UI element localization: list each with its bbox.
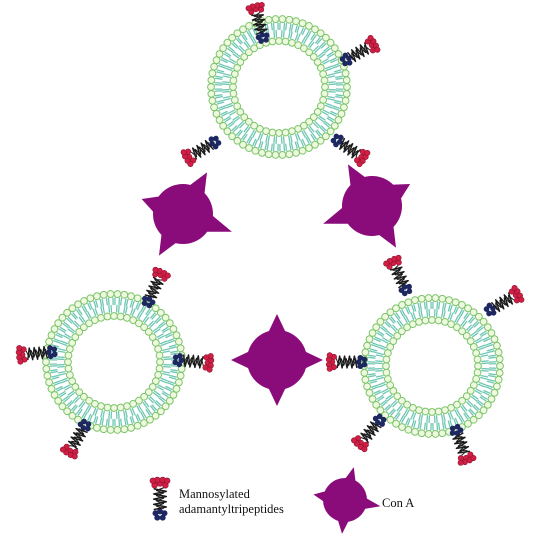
peptide-top-3 xyxy=(180,135,222,168)
peptide-chain-2 xyxy=(25,349,47,358)
liposome-left xyxy=(42,290,186,434)
liposome-right xyxy=(360,294,504,438)
adamantane-cage xyxy=(172,353,185,368)
peptide-right-5 xyxy=(449,423,477,466)
peptide-right-2 xyxy=(483,284,525,317)
adamantane-cage xyxy=(45,345,58,360)
adamantane-cage xyxy=(208,135,222,150)
mannose-cluster xyxy=(15,345,28,365)
adamantane-cage xyxy=(449,423,464,436)
peptide-left-1 xyxy=(141,266,171,309)
peptide-top-2 xyxy=(339,34,381,67)
lipid-heads xyxy=(360,294,504,438)
adamantane-cage xyxy=(372,413,387,427)
legend-icons xyxy=(149,467,381,534)
adamantane-cage xyxy=(339,52,353,67)
mannose-cluster xyxy=(180,148,197,168)
peptide-left-4 xyxy=(59,418,92,460)
peptide-right-4 xyxy=(351,413,387,453)
lipid-tails xyxy=(367,301,497,431)
peptide-chain-2 xyxy=(147,279,162,299)
peptide-chain-2 xyxy=(155,487,165,510)
mannose-cluster xyxy=(59,443,79,460)
adamantane-cage xyxy=(255,31,270,44)
legend-cona-label: Con A xyxy=(382,496,415,510)
peptide-chain-2 xyxy=(253,11,265,32)
con-a-left xyxy=(141,172,232,256)
con-a-layer xyxy=(141,164,411,406)
mannose-cluster xyxy=(508,284,525,304)
lipid-heads xyxy=(42,290,186,434)
peptide-chain-2 xyxy=(351,44,371,61)
lipid-heads xyxy=(207,15,351,159)
peptide-right-1 xyxy=(383,254,413,297)
peptide-chain-2 xyxy=(454,436,468,456)
peptide-chain-2 xyxy=(69,428,85,448)
mannose-cluster xyxy=(354,148,371,168)
mannose-cluster xyxy=(325,352,337,372)
mannose-cluster xyxy=(202,353,215,373)
peptide-chain-2 xyxy=(392,264,407,285)
mannose-cluster xyxy=(364,34,381,54)
con-a-bottom xyxy=(231,314,323,406)
adamantane-cage xyxy=(77,418,92,432)
adamantane-cage xyxy=(483,302,497,317)
mannose-cluster xyxy=(149,476,171,489)
peptide-chain-2 xyxy=(183,356,204,366)
mannose-cluster xyxy=(152,266,171,282)
liposome-top xyxy=(207,15,351,159)
adamantane-cage xyxy=(330,133,344,148)
lipid-tails xyxy=(214,22,344,152)
peptide-top-1 xyxy=(245,2,270,44)
peptide-layer xyxy=(15,2,525,466)
peptide-right-3 xyxy=(325,352,368,372)
lipid-tails xyxy=(49,297,179,427)
peptide-legend xyxy=(149,476,171,521)
con-a-right xyxy=(323,164,411,248)
peptide-chain-2 xyxy=(335,358,357,366)
adamantane-cage xyxy=(398,283,413,297)
legend-con-a-icon xyxy=(313,467,381,534)
adamantane-cage xyxy=(355,354,368,370)
peptide-chain-2 xyxy=(339,141,359,158)
mannose-cluster xyxy=(457,451,477,466)
mannose-cluster xyxy=(383,254,402,270)
liposome-layer xyxy=(42,15,504,438)
peptide-left-2 xyxy=(15,345,58,365)
peptide-chain-2 xyxy=(360,422,378,441)
peptide-chain-2 xyxy=(190,141,210,158)
adamantane-cage xyxy=(141,295,156,309)
peptide-left-3 xyxy=(172,353,215,373)
mannose-cluster xyxy=(351,435,369,453)
peptide-chain-2 xyxy=(495,294,515,311)
peptide-top-4 xyxy=(330,133,371,168)
adamantane-cage xyxy=(152,508,168,521)
mannose-cluster xyxy=(245,2,265,15)
